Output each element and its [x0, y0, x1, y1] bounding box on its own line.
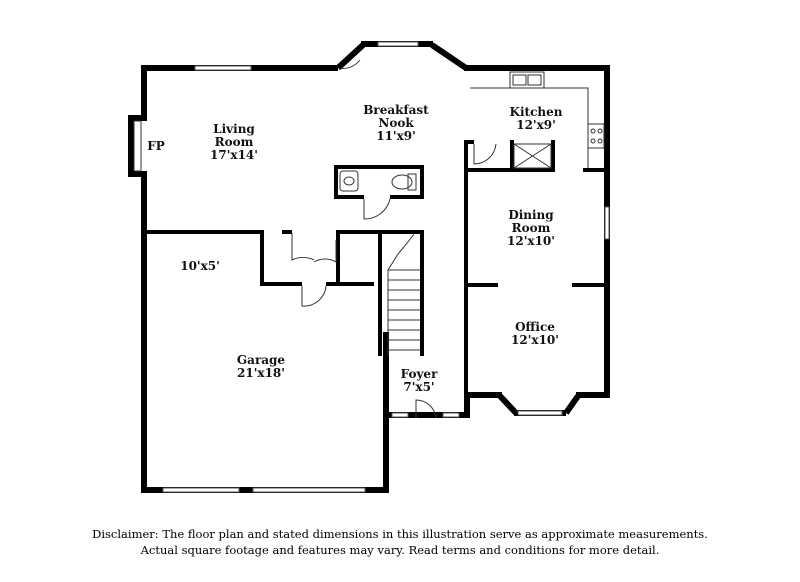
office-dims: 12'x10' — [511, 333, 559, 347]
fixtures — [133, 71, 605, 192]
dining-room-name-line1: Dining — [508, 208, 554, 222]
windows — [162, 41, 610, 493]
office-name: Office — [515, 320, 555, 334]
breakfast-nook-name-line2: Nook — [378, 116, 414, 130]
dining-room-name-line2: Room — [512, 221, 551, 235]
fireplace-label: FP — [147, 139, 165, 153]
staircase — [387, 233, 420, 356]
garage-name: Garage — [237, 353, 286, 367]
mudroom-dims: 10'x5' — [180, 259, 220, 273]
breakfast-nook-name-line1: Breakfast — [363, 103, 429, 117]
living-room-name-line1: Living — [213, 122, 255, 136]
foyer-dims: 7'x5' — [403, 380, 434, 394]
doors — [291, 59, 497, 419]
disclaimer-line-1: Disclaimer: The floor plan and stated di… — [92, 527, 708, 541]
dining-room-dims: 12'x10' — [507, 234, 555, 248]
foyer-name: Foyer — [401, 367, 438, 381]
interior-walls — [141, 140, 610, 396]
disclaimer-line-2: Actual square footage and features may v… — [140, 543, 660, 557]
kitchen-dims: 12'x9' — [516, 118, 556, 132]
room-labels: FP Living Room 17'x14' Breakfast Nook 11… — [147, 103, 563, 394]
garage-dims: 21'x18' — [237, 366, 285, 380]
living-room-name-line2: Room — [215, 135, 254, 149]
kitchen-name: Kitchen — [510, 105, 563, 119]
living-room-dims: 17'x14' — [210, 148, 258, 162]
breakfast-nook-dims: 11'x9' — [376, 129, 416, 143]
